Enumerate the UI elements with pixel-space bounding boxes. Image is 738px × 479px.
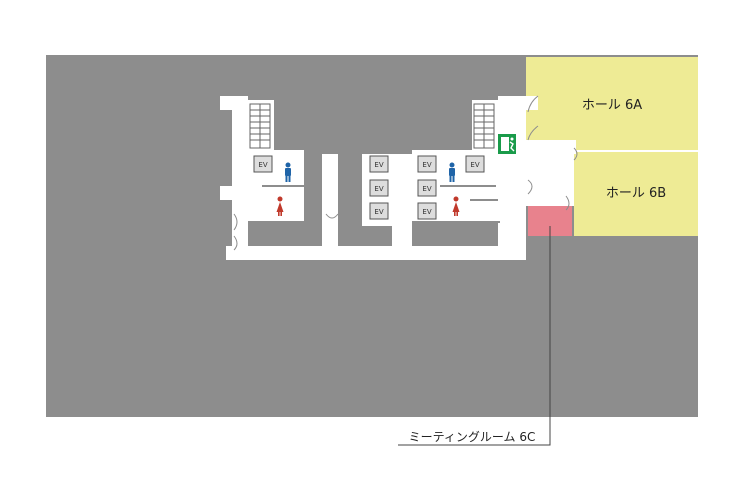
restroom-partitions <box>248 185 500 223</box>
elevator-label: EV <box>422 185 431 193</box>
elevator-icon[interactable]: EV <box>417 179 437 197</box>
elevator-icon[interactable]: EV <box>417 202 437 220</box>
elevator-label: EV <box>470 161 479 169</box>
mens-restroom-icon <box>285 162 291 182</box>
elevator-icon[interactable]: EV <box>465 155 485 173</box>
elevator-icon[interactable]: EV <box>369 179 389 197</box>
meeting-room-leader-line <box>398 226 551 446</box>
elevator-label: EV <box>374 185 383 193</box>
elevator-icon[interactable]: EV <box>417 155 437 173</box>
elevator-label: EV <box>258 161 267 169</box>
elevator-label: EV <box>422 208 431 216</box>
elevator-label: EV <box>374 208 383 216</box>
door-swings <box>233 95 578 251</box>
elevator-icon[interactable]: EV <box>253 155 273 173</box>
room-label-hall-6a: ホール 6A <box>582 98 642 113</box>
womens-restroom-icon <box>452 196 460 216</box>
stairs-icon <box>249 103 271 149</box>
room-hall-6a[interactable] <box>526 57 698 150</box>
room-label-hall-6b: ホール 6B <box>606 186 666 201</box>
mens-restroom-icon <box>449 162 455 182</box>
emergency-exit-icon <box>498 134 516 154</box>
stairs-icon <box>473 103 495 149</box>
womens-restroom-icon <box>276 196 284 216</box>
elevator-label: EV <box>374 161 383 169</box>
room-hall-6b[interactable] <box>574 152 698 236</box>
room-label-meeting-6c: ミーティングルーム 6C <box>409 430 536 444</box>
elevator-icon[interactable]: EV <box>369 202 389 220</box>
elevator-label: EV <box>422 161 431 169</box>
elevator-icon[interactable]: EV <box>369 155 389 173</box>
